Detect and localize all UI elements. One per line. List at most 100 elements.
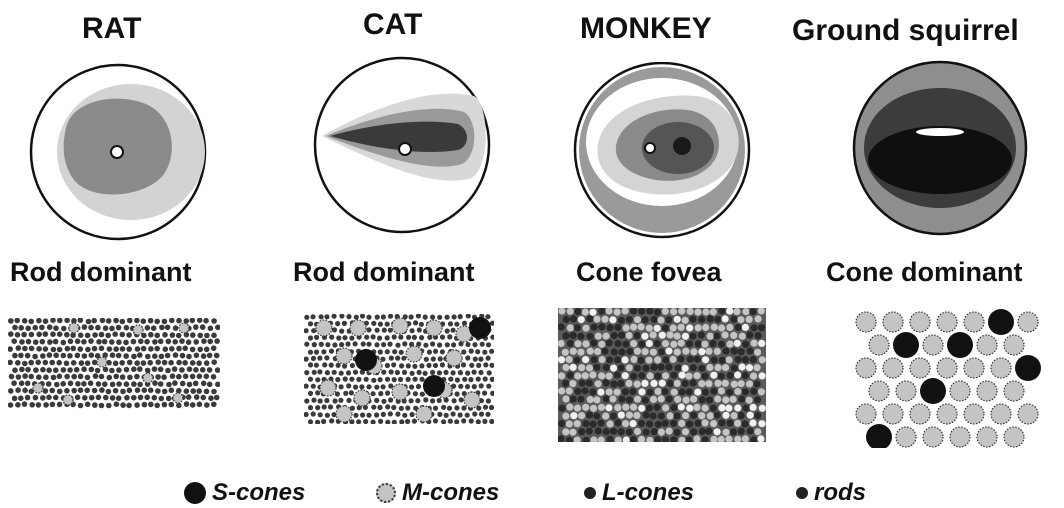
rod: [371, 420, 376, 425]
cone: [722, 396, 729, 403]
rod: [190, 402, 196, 408]
s-cone: [469, 317, 491, 339]
rod: [120, 389, 126, 395]
m-cone: [1004, 427, 1024, 447]
rod: [336, 335, 341, 340]
cone: [719, 357, 726, 364]
cone: [598, 404, 605, 411]
rod: [172, 366, 178, 372]
rod: [16, 345, 22, 351]
rod: [92, 332, 98, 338]
rod: [64, 374, 70, 380]
rod: [106, 318, 112, 324]
rod: [8, 402, 13, 408]
m-cone: [1018, 404, 1038, 424]
rod: [433, 406, 438, 411]
rod: [452, 314, 457, 319]
rod: [433, 349, 438, 354]
rod: [461, 349, 466, 354]
cone: [749, 308, 756, 315]
rod: [353, 341, 358, 346]
cone: [567, 340, 574, 347]
rod: [110, 382, 116, 388]
cone: [754, 428, 761, 435]
rod: [410, 412, 415, 417]
rod: [75, 353, 81, 359]
rod: [78, 374, 84, 380]
rod: [96, 339, 102, 345]
cone: [567, 324, 574, 331]
rod: [126, 346, 132, 352]
cone: [721, 331, 728, 338]
cone: [718, 324, 725, 331]
rod: [85, 333, 91, 339]
rod: [8, 318, 14, 324]
cone: [587, 333, 594, 340]
monkey-mosaic: [558, 308, 766, 442]
cone: [650, 331, 657, 338]
rod: [469, 363, 474, 368]
rod: [441, 405, 446, 410]
cone: [737, 316, 744, 323]
rod: [85, 402, 91, 408]
rod: [319, 314, 324, 319]
rod: [359, 384, 364, 389]
cone: [558, 356, 565, 363]
cone: [666, 428, 673, 435]
rod: [36, 332, 42, 338]
cone: [694, 389, 701, 396]
rod: [176, 318, 182, 324]
rat-title: RAT: [82, 12, 141, 46]
rod: [423, 397, 428, 402]
cone: [670, 308, 677, 315]
rod: [113, 388, 119, 394]
rod: [472, 370, 477, 375]
rod: [311, 356, 316, 361]
cone: [566, 387, 573, 394]
rod: [67, 353, 73, 359]
rod: [207, 367, 213, 373]
rod: [131, 381, 137, 387]
rod: [40, 395, 46, 401]
cone: [682, 365, 689, 372]
cone: [758, 340, 765, 347]
cone: [690, 348, 697, 355]
rod: [180, 381, 186, 387]
cone: [634, 348, 641, 355]
cone: [646, 325, 653, 332]
cone: [582, 387, 589, 394]
rod: [385, 391, 390, 396]
rod: [211, 318, 217, 324]
rod: [419, 335, 424, 340]
rod: [215, 367, 220, 373]
cone: [654, 325, 661, 332]
rod: [321, 419, 326, 424]
rod: [96, 395, 102, 401]
cone: [558, 420, 565, 427]
rod: [200, 324, 206, 330]
cone: [566, 404, 573, 411]
rod: [25, 326, 31, 332]
cone: [714, 428, 721, 435]
cone: [690, 396, 697, 403]
cone: [682, 380, 689, 387]
rod: [35, 360, 41, 366]
cone: [679, 372, 686, 379]
rod: [325, 342, 330, 347]
cone: [755, 315, 762, 322]
cone: [710, 388, 717, 395]
rod: [346, 383, 351, 388]
rod: [152, 380, 158, 386]
rod: [29, 346, 35, 352]
m-cone: [336, 348, 352, 364]
rod: [472, 384, 477, 389]
rod: [405, 405, 410, 410]
rod: [53, 367, 59, 373]
cone: [598, 323, 605, 330]
rod: [81, 339, 87, 345]
rod: [312, 342, 317, 347]
rod: [131, 395, 137, 401]
cone: [598, 372, 605, 379]
rod: [116, 353, 122, 359]
rod: [99, 346, 105, 352]
